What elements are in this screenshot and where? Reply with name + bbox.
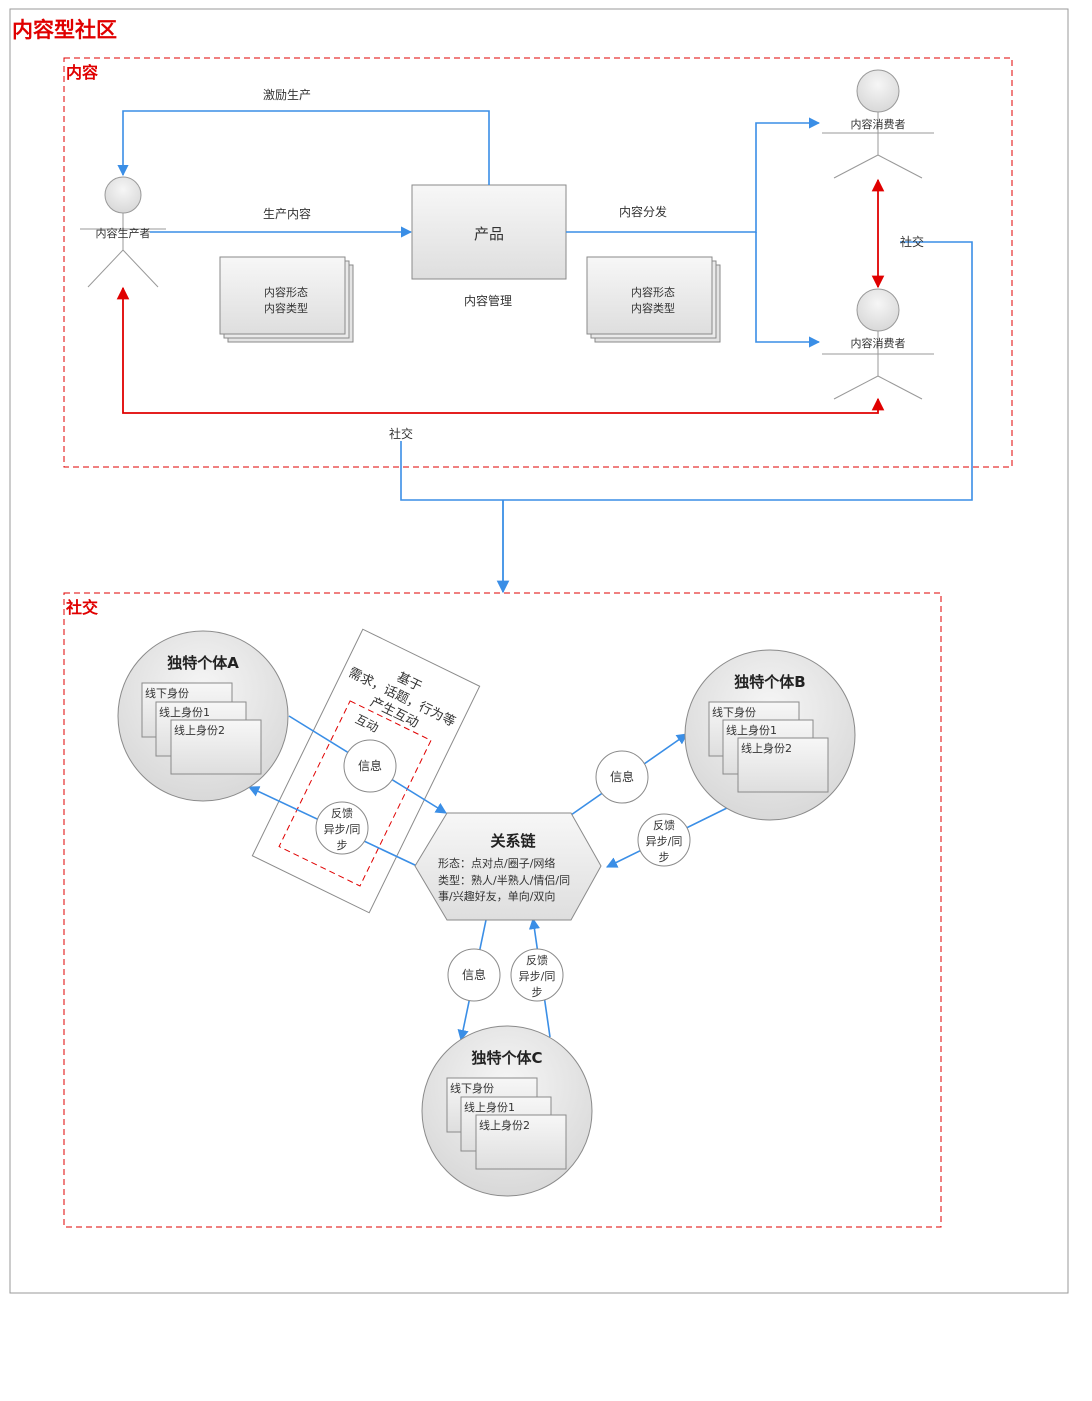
info-bubble-a-label: 信息 [358,758,382,773]
edge-social-right-label: 社交 [900,234,924,249]
individual-a-id3: 线上身份2 [174,723,225,737]
individual-a-title: 独特个体A [167,654,239,672]
product-label: 产品 [474,225,504,243]
producer-actor [80,176,166,288]
edge-distribute-bottom [755,232,821,348]
edge-incentive-label: 激励生产 [263,88,311,102]
chain-title: 关系链 [490,832,536,850]
individual-c-id3: 线上身份2 [479,1118,530,1132]
feedback-bubble-c [510,948,564,1002]
product-caption: 内容管理 [464,293,512,308]
feedback-bubble-b-line1: 反馈 [653,819,675,832]
feedback-bubble-a-line1: 反馈 [331,807,353,820]
info-bubble-c [447,948,501,1002]
consumer-top-label: 内容消费者 [851,117,906,131]
individual-a-id1: 线下身份 [145,686,189,700]
left-card-line2: 内容类型 [264,301,308,315]
edge-social-bottom-label: 社交 [389,426,413,441]
feedback-bubble-a [315,801,369,855]
individual-c-id2: 线上身份1 [464,1100,515,1114]
individual-b-id2: 线上身份1 [726,723,777,737]
relationship-chain-hexagon [414,812,602,921]
chain-line1: 形态：点对点/圈子/网络 [438,856,555,870]
social-section-label: 社交 [65,598,98,617]
chain-line2: 类型：熟人/半熟人/情侣/同 [438,873,570,887]
social-section-frame [63,592,942,1228]
consumer-bottom-label: 内容消费者 [851,336,906,350]
individual-a-id3-card [170,719,262,775]
consumer-top-actor [822,69,934,179]
individual-b-title: 独特个体B [734,673,805,691]
feedback-bubble-c-line2: 异步/同 [519,970,556,983]
individual-a-id2: 线上身份1 [159,705,210,719]
edge-produce-label: 生产内容 [263,206,311,221]
left-content-card [219,256,354,343]
feedback-bubble-c-line1: 反馈 [526,954,548,967]
feedback-bubble-a-line2: 异步/同 [324,823,361,836]
edge-distribute-label: 内容分发 [619,204,667,219]
product-box [411,184,567,280]
edge-social-merge [400,241,973,501]
info-bubble-b [595,750,649,804]
chain-line3: 事/兴趣好友，单向/双向 [438,889,555,903]
left-card-line1: 内容形态 [264,285,308,299]
individual-b-id1: 线下身份 [712,705,756,719]
feedback-bubble-c-line3: 步 [532,986,543,999]
info-bubble-b-label: 信息 [610,769,634,784]
info-bubble-c-label: 信息 [462,967,486,982]
producer-label: 内容生产者 [96,226,151,240]
individual-c-id3-card [475,1114,567,1170]
edge-incentive [117,110,490,185]
right-card-line2: 内容类型 [631,301,675,315]
individual-c-title: 独特个体C [471,1049,542,1067]
individual-b-id3-card [737,737,829,793]
page-title: 内容型社区 [12,18,117,42]
edge-distribute-top [566,117,821,233]
outer-frame [9,8,1069,1294]
interaction-note-inner: 互动 [353,712,381,735]
individual-c-id1: 线下身份 [450,1081,494,1095]
right-content-card [586,256,721,343]
content-section-frame [63,57,1013,468]
feedback-bubble-b-line3: 步 [659,851,670,864]
feedback-bubble-b-line2: 异步/同 [646,835,683,848]
content-section-label: 内容 [66,63,98,82]
info-bubble-a [343,739,397,793]
edge-producer-consumer-social [116,286,885,414]
right-card-line1: 内容形态 [631,285,675,299]
feedback-bubble-b [637,813,691,867]
feedback-bubble-a-line3: 步 [337,839,348,852]
individual-b-id3: 线上身份2 [741,741,792,755]
